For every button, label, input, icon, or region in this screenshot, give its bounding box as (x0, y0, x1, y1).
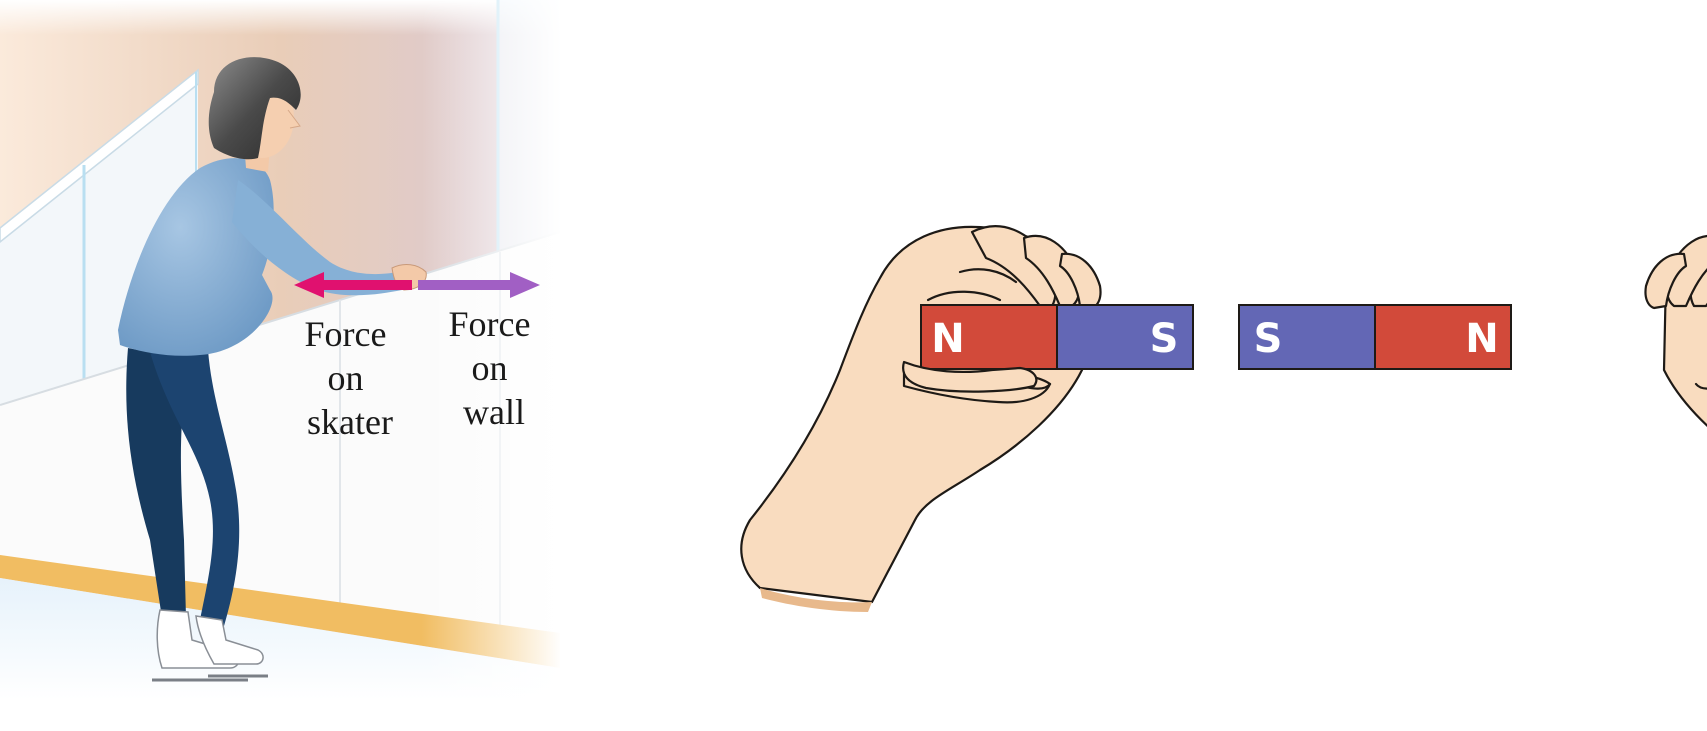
left-magnet-south-pole (1056, 304, 1194, 370)
right-hand (1644, 235, 1707, 427)
force-on-skater-arrow (294, 272, 412, 298)
left-hand (740, 225, 1102, 612)
right-magnet-south-label: S (1254, 316, 1283, 362)
right-magnet: S N (1238, 304, 1512, 370)
right-magnet-south-pole (1238, 304, 1376, 370)
left-magnet-north-label: N (931, 316, 964, 362)
hair (208, 57, 301, 160)
skater (118, 57, 427, 682)
force-on-wall-arrow (418, 272, 540, 298)
left-magnet: N S (920, 304, 1194, 370)
skater-panel: Force on skater Force on wall (0, 0, 562, 700)
left-magnet-south-label: S (1150, 316, 1179, 362)
right-magnet-north-pole (1374, 304, 1512, 370)
magnets-panel: N S S N (740, 225, 1707, 612)
force-on-wall-label: Force on wall (449, 304, 540, 432)
right-magnet-north-label: N (1465, 316, 1498, 362)
force-on-skater-label: Force on skater (305, 314, 396, 442)
left-magnet-north-pole (920, 304, 1058, 370)
